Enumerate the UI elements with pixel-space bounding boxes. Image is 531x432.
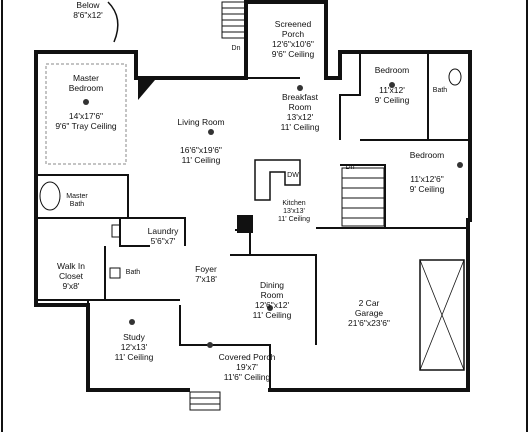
interior-walls: [36, 52, 468, 390]
room-laundry: Laundry 5'6"x7': [147, 226, 179, 246]
stairs-top: [221, 1, 247, 39]
bath-fixtures: [39, 68, 462, 279]
garage-door: [419, 259, 465, 371]
below-arc: [107, 1, 119, 43]
kitchen-counter: [254, 159, 301, 201]
room-master-bedroom: Master Bedroom 14'x17'6" 9'6" Tray Ceili…: [55, 73, 117, 131]
room-screened-porch: Screened Porch 12'6"x10'6" 9'6" Ceiling: [271, 19, 315, 59]
room-covered-porch: Covered Porch 19'x7' 11'6" Ceiling: [218, 352, 276, 382]
room-walk-in-closet: Walk In Closet 9'x8': [56, 261, 86, 291]
room-garage: 2 Car Garage 21'6"x23'6": [348, 298, 390, 328]
room-bedroom-lower: Bedroom 11'x12'6" 9' Ceiling: [409, 150, 445, 194]
label-dn-garage: Dn: [345, 164, 355, 171]
range-block: [237, 215, 253, 233]
room-breakfast-room: Breakfast Room 13'x12' 11' Ceiling: [280, 92, 320, 132]
room-dining-room: Dining Room 12'6"x12' 11' Ceiling: [252, 280, 292, 320]
room-master-bath: Master Bath: [66, 193, 88, 208]
stairs-garage: [341, 167, 385, 227]
room-bedroom-upper: Bedroom 11'x12' 9' Ceiling: [374, 65, 410, 105]
label-dishwasher: DW: [287, 172, 299, 179]
label-bath-lower: Bath: [125, 269, 141, 276]
fireplace-marker: [138, 80, 155, 100]
label-bath-upper: Bath: [432, 87, 448, 94]
porch-steps: [189, 391, 221, 411]
tray-ceiling-outline: [45, 63, 127, 165]
room-foyer: Foyer 7'x18': [195, 264, 217, 284]
ceiling-fan-icon: [83, 82, 463, 348]
room-below: Below 8'6"x12': [73, 0, 103, 20]
label-dn-top: Dn: [231, 45, 241, 52]
room-study: Study 12'x13' 11' Ceiling: [114, 332, 154, 362]
room-kitchen: Kitchen 13'x13' 11' Ceiling: [278, 200, 310, 223]
room-living-room: Living Room 16'6"x19'6" 11' Ceiling: [177, 117, 225, 165]
exterior-walls: [34, 0, 472, 392]
